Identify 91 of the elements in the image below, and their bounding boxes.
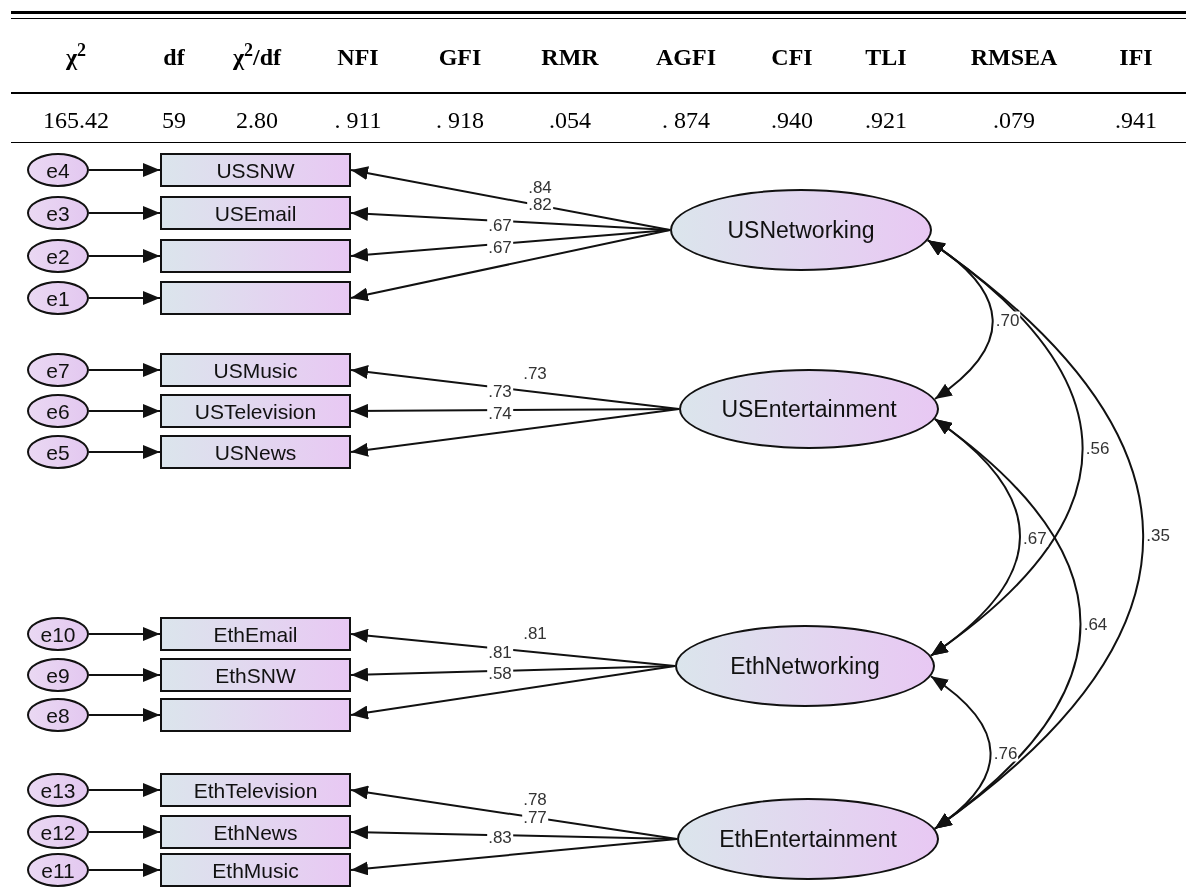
arrow [350,408,680,457]
column-header: χ$^{2}$ [65,45,87,69]
arrow [88,825,161,839]
column-header: AGFI [656,45,716,69]
observed-variable-box [160,239,351,273]
edge-label: .73 [487,382,513,400]
observed-variable-box: USSNW [160,153,351,187]
column-header: TLI [865,45,907,69]
arrow [88,445,161,459]
error-ellipse: e5 [27,435,89,469]
arrow [350,229,671,302]
observed-variable-box: USEmail [160,196,351,230]
arrow [88,708,161,722]
column-header: RMR [541,45,599,69]
column-header: IFI [1119,45,1153,69]
edge-label: .77 [522,808,548,826]
latent-variable-ellipse: USNetworking [670,189,932,271]
table-value: .940 [771,108,813,132]
edge-label: .58 [487,664,513,682]
arrow [88,206,161,220]
error-ellipse: e1 [27,281,89,315]
error-ellipse: e8 [27,698,89,732]
edge-label: .67 [487,216,513,234]
arrow [88,404,161,418]
observed-variable-box: USNews [160,435,351,469]
observed-variable-box: EthEmail [160,617,351,651]
column-header: df [163,45,185,69]
table-value: . 911 [334,108,382,132]
column-header: RMSEA [970,45,1058,69]
arrow [88,291,161,305]
observed-variable-box: EthNews [160,815,351,849]
error-ellipse: e12 [27,815,89,849]
error-ellipse: e11 [27,853,89,887]
error-ellipse: e13 [27,773,89,807]
column-header: NFI [337,45,379,69]
table-value: .921 [865,108,907,132]
table-value: . 918 [436,108,484,132]
column-header: GFI [438,45,482,69]
edge-label: .67 [487,238,513,256]
error-ellipse: e10 [27,617,89,651]
error-ellipse: e9 [27,658,89,692]
observed-variable-box: EthTelevision [160,773,351,807]
edge-label: .81 [522,624,548,642]
arrow [88,363,161,377]
latent-variable-ellipse: EthNetworking [675,625,935,707]
table-value: 59 [162,108,186,132]
edge-label: .64 [1082,615,1109,633]
latent-variable-ellipse: EthEntertainment [677,798,939,880]
edge-label: .35 [1145,526,1171,543]
edge-label: .84 [527,178,553,196]
observed-variable-box: EthMusic [160,853,351,887]
arrow [88,163,161,177]
arrow [88,863,161,877]
edge-label: .83 [487,828,513,846]
double-headed-arrow [929,675,992,830]
table-value: .079 [993,108,1035,132]
edge-label: .67 [1022,529,1048,546]
error-ellipse: e6 [27,394,89,428]
double-headed-arrow [929,418,1021,657]
column-header: χ$^{2}$/df [232,45,282,69]
observed-variable-box [160,281,351,315]
table-value: .054 [549,108,591,132]
error-ellipse: e7 [27,353,89,387]
error-ellipse: e4 [27,153,89,187]
arrow [88,668,161,682]
arrow [350,665,676,720]
observed-variable-box: EthSNW [160,658,351,692]
arrow [350,229,671,262]
table-value: . 874 [662,108,710,132]
latent-variable-ellipse: USEntertainment [679,369,939,449]
edge-label: .82 [527,195,553,213]
observed-variable-box [160,698,351,732]
edge-label: .78 [522,790,548,808]
edge-label: .70 [994,311,1021,328]
arrow [88,249,161,263]
edge-label: .56 [1084,439,1111,457]
observed-variable-box: USTelevision [160,394,351,428]
observed-variable-box: USMusic [160,353,351,387]
table-value: 2.80 [236,108,278,132]
error-ellipse: e3 [27,196,89,230]
edge-label: .73 [522,364,548,382]
table-value: 165.42 [43,108,109,132]
edge-label: .76 [992,744,1019,761]
arrow [88,783,161,797]
table-value: .941 [1115,108,1157,132]
error-ellipse: e2 [27,239,89,273]
edge-label: .81 [487,643,513,661]
arrow [88,627,161,641]
edge-label: .74 [487,404,513,422]
arrow [350,838,678,876]
column-header: CFI [771,45,813,69]
